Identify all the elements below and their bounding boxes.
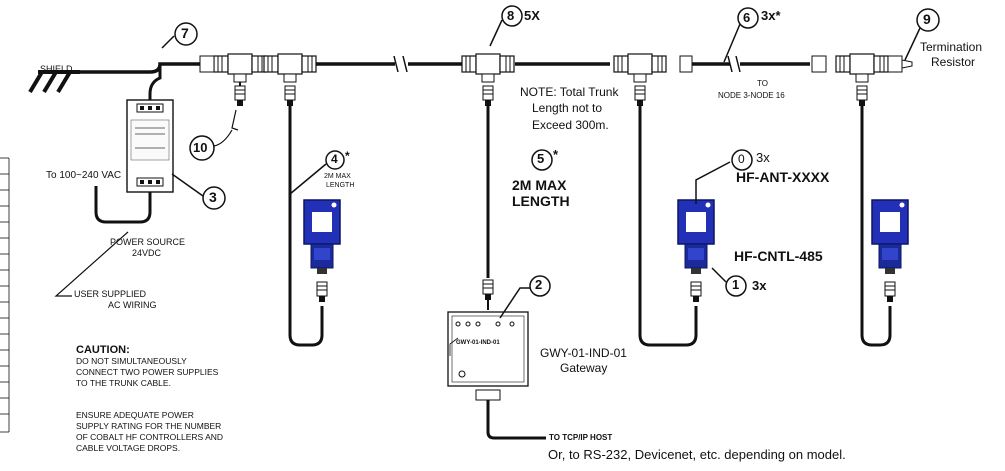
drop-max-length-line-2: LENGTH: [512, 193, 570, 209]
user-wiring-leader: [54, 231, 129, 297]
caution-line-1: DO NOT SIMULTANEOUSLY: [76, 356, 187, 366]
drop-cable-10: [213, 82, 246, 147]
drop-cable-node: [634, 85, 702, 347]
ensure-line-1: ENSURE ADEQUATE POWER: [76, 410, 194, 420]
cable-break-marks: [393, 55, 741, 73]
gateway-label: Gateway: [560, 361, 608, 375]
callout-8-quantity: 5X: [524, 8, 540, 23]
antenna-controller: [871, 199, 909, 275]
callout-2-number: 2: [535, 277, 543, 292]
callout-6-number: 6: [743, 10, 751, 25]
drop-cable-4: [284, 85, 328, 347]
resistor-label: Resistor: [931, 55, 976, 69]
left-table-fragment: [0, 157, 10, 433]
tee-connector: [461, 53, 515, 83]
gateway-box: [447, 311, 546, 440]
trunk-note-line-2: Length not to: [532, 101, 603, 115]
tee-connector: [213, 53, 267, 83]
user-wiring-line-2: AC WIRING: [108, 300, 157, 310]
ac-input-label: To 100~240 VAC: [46, 170, 122, 181]
callout-0-number: 0: [738, 152, 745, 166]
tee-connector: [263, 53, 317, 83]
callout-5-star: *: [553, 147, 559, 162]
gateway-plate-label: GWY-01-IND-01: [456, 340, 500, 346]
drop-small-length-line-2: LENGTH: [326, 182, 355, 189]
trunk-cable: [80, 62, 810, 74]
callout-8: [489, 5, 523, 47]
callout-10-number: 10: [193, 140, 208, 155]
callout-7: [161, 22, 198, 49]
antenna-model-label: HF-ANT-XXXX: [736, 169, 830, 185]
callout-3-number: 3: [209, 189, 217, 205]
callout-5-number: 5: [537, 151, 545, 166]
user-wiring-line-1: USER SUPPLIED: [74, 289, 147, 299]
antenna-controller: [677, 199, 715, 275]
callout-1-quantity: 3x: [752, 278, 767, 293]
power-supply-box: [126, 99, 174, 193]
callout-8-number: 8: [507, 8, 515, 23]
tee-connector: [613, 53, 667, 83]
caution-title: CAUTION:: [76, 344, 130, 356]
callout-2: [499, 275, 551, 319]
shield-label: SHIELD: [40, 64, 73, 74]
callout-4-star: *: [345, 149, 350, 163]
alternate-host-note: Or, to RS-232, Devicenet, etc. depending…: [548, 447, 846, 462]
ensure-line-2: SUPPLY RATING FOR THE NUMBER: [76, 421, 222, 431]
callout-6-quantity: 3x*: [761, 8, 781, 23]
callout-0-quantity: 3x: [756, 150, 770, 165]
power-source-line-1: POWER SOURCE: [110, 237, 186, 247]
ensure-line-3: OF COBALT HF CONTROLLERS AND: [76, 432, 224, 442]
drop-cable-node: [856, 85, 896, 347]
ground-symbol: [28, 70, 80, 94]
callout-9: [904, 8, 940, 61]
callout-0: [695, 149, 753, 204]
drop-max-length-line-1: 2M MAX: [512, 177, 567, 193]
termination-label: Termination: [920, 40, 983, 54]
to-label: TO: [757, 79, 768, 88]
callout-3: [171, 173, 226, 210]
callout-1-number: 1: [732, 277, 740, 292]
callout-5: [531, 149, 553, 171]
caution-line-3: TO THE TRUNK CABLE.: [76, 378, 171, 388]
trunk-note-line-3: Exceed 300m.: [532, 118, 609, 132]
tcp-host-label: TO TCP/IP HOST: [549, 433, 613, 442]
tee-connector: [835, 53, 889, 83]
power-feed-cable: [148, 66, 162, 104]
callout-10: [189, 135, 215, 161]
caution-line-2: CONNECT TWO POWER SUPPLIES: [76, 367, 219, 377]
callout-1: [711, 267, 747, 297]
power-source-line-2: 24VDC: [132, 248, 162, 258]
gateway-model-label: GWY-01-IND-01: [540, 346, 627, 360]
drop-small-length-line-1: 2M MAX: [324, 173, 351, 180]
callout-6: [723, 7, 759, 63]
ensure-line-4: CABLE VOLTAGE DROPS.: [76, 443, 181, 453]
drop-cable-5: [482, 85, 494, 310]
callout-7-number: 7: [181, 25, 189, 41]
callout-4: [289, 150, 345, 195]
ac-input-cable: [94, 186, 152, 224]
callout-4-number: 4: [331, 152, 338, 166]
end-connector: [199, 55, 913, 73]
node-range-label: NODE 3-NODE 16: [718, 91, 785, 100]
antenna-controller: [303, 199, 341, 275]
trunk-note-line-1: NOTE: Total Trunk: [520, 85, 619, 99]
callout-9-number: 9: [923, 11, 931, 27]
controller-model-label: HF-CNTL-485: [734, 248, 823, 264]
